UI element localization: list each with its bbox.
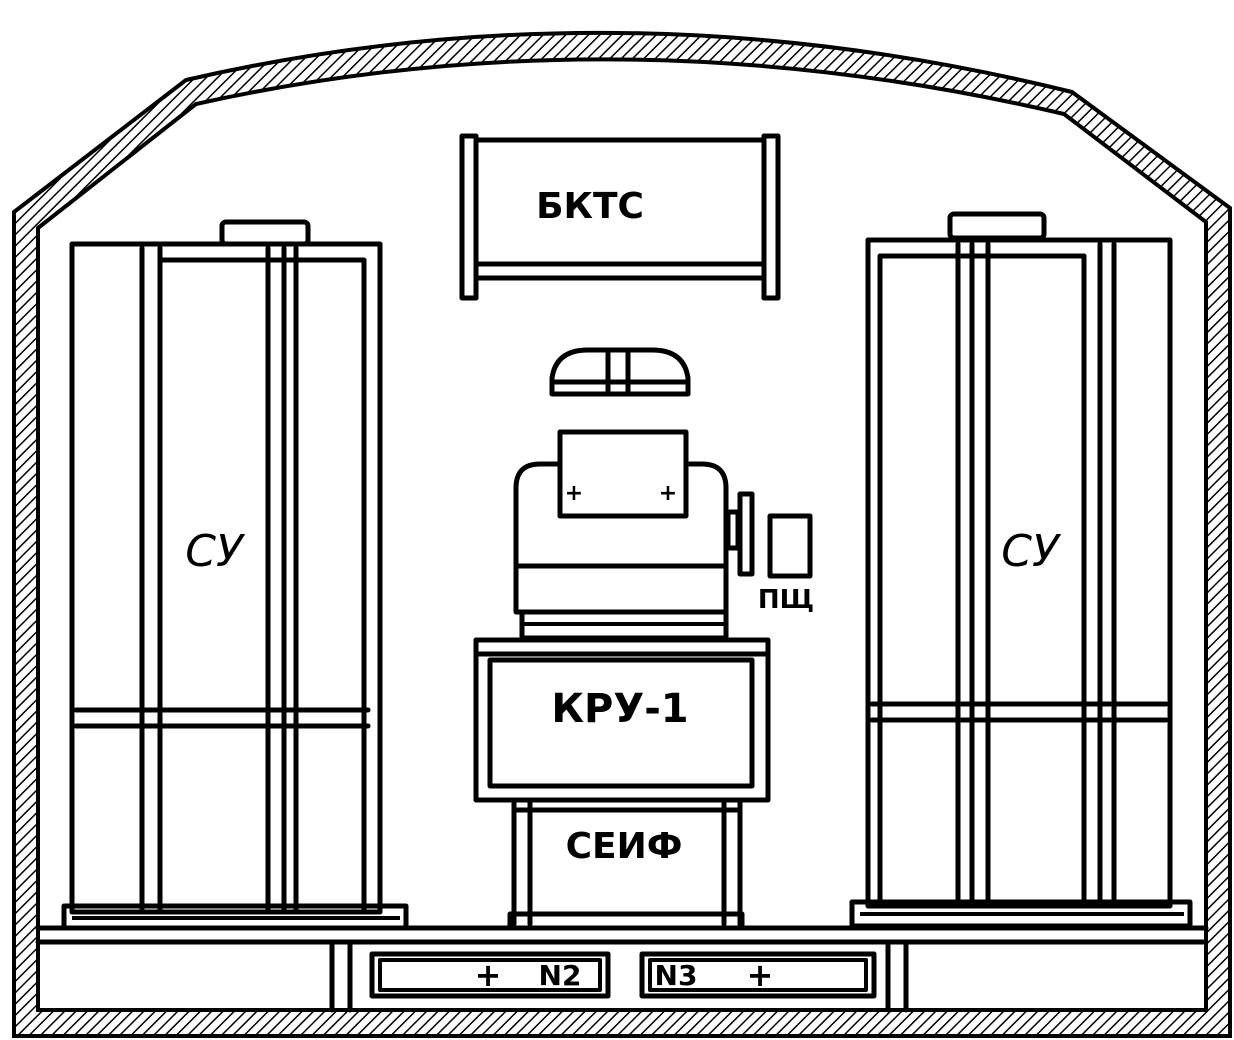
panel-label-bkts: БКТС xyxy=(536,186,644,227)
cabinet-label-su-left: СУ xyxy=(185,526,246,577)
hull-wall xyxy=(12,30,1232,1038)
cabinet-label-su-right: СУ xyxy=(1001,526,1062,577)
panel-label-pshch: ПЩ xyxy=(758,585,814,615)
panel-pshch: ПЩ xyxy=(758,513,814,615)
stand-seif: СЕИФ xyxy=(507,797,745,931)
unit-kru-1: КРУ-1 xyxy=(473,637,771,803)
compartment-label-n2: N2 xyxy=(539,959,582,992)
plus-sign: + xyxy=(475,956,502,994)
operator-seat: + + xyxy=(513,429,755,641)
unit-label-kru-1: КРУ-1 xyxy=(551,686,688,732)
compartment-label-n3: N3 xyxy=(655,959,698,992)
unit-label-seif: СЕИФ xyxy=(566,826,683,867)
ceiling-fixture xyxy=(549,347,691,397)
floor-platform xyxy=(35,925,1209,1013)
cabinet-su-left: СУ xyxy=(61,219,409,931)
plus-sign: + xyxy=(659,481,677,506)
plus-sign: + xyxy=(747,956,774,994)
panel-bkts: БКТС xyxy=(459,133,781,301)
plus-sign: + xyxy=(565,481,583,506)
cabinet-su-right: СУ xyxy=(849,211,1193,929)
floor-compartment-n2: + N2 xyxy=(369,951,611,999)
floor-compartment-n3: N3 + xyxy=(639,951,877,999)
